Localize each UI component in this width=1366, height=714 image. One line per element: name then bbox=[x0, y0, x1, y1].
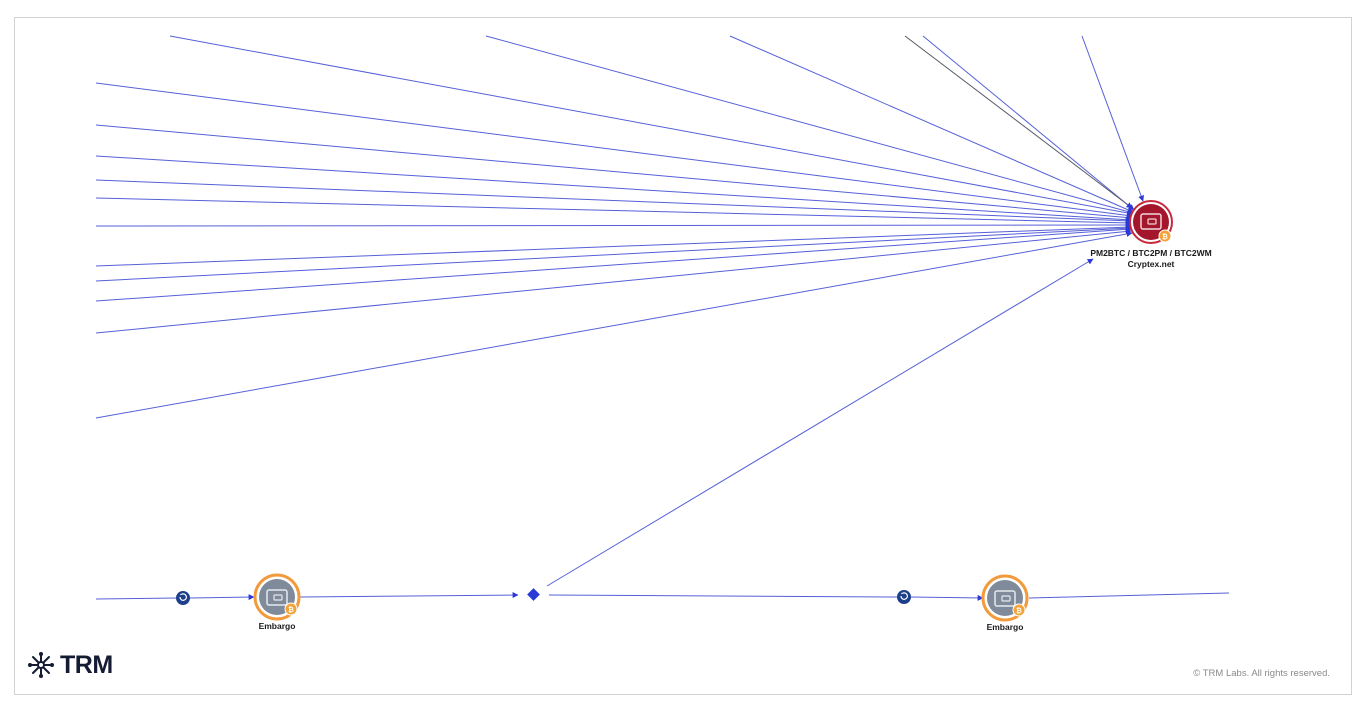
edge[interactable] bbox=[95, 179, 1132, 224]
edge[interactable] bbox=[1081, 35, 1144, 202]
edge[interactable] bbox=[95, 222, 1132, 229]
edge-dark[interactable] bbox=[904, 35, 1133, 209]
svg-text:₿: ₿ bbox=[288, 606, 294, 614]
embargo-node[interactable]: ₿ Embargo bbox=[981, 574, 1029, 632]
edge[interactable] bbox=[922, 35, 1135, 211]
edge[interactable] bbox=[189, 594, 255, 601]
edge[interactable] bbox=[299, 592, 519, 599]
edge[interactable] bbox=[485, 35, 1134, 215]
svg-text:₿: ₿ bbox=[1016, 607, 1022, 615]
embargo-label: Embargo bbox=[987, 622, 1024, 632]
edge[interactable] bbox=[95, 155, 1132, 223]
edge[interactable] bbox=[910, 594, 984, 601]
copyright-notice: © TRM Labs. All rights reserved. bbox=[1193, 668, 1330, 679]
wallet-icon bbox=[994, 590, 1016, 607]
trm-asterisk-icon bbox=[28, 652, 54, 678]
hub-node-body bbox=[1133, 204, 1169, 240]
cycle-icon bbox=[900, 592, 908, 600]
edge[interactable] bbox=[95, 124, 1133, 221]
bitcoin-badge-icon: ₿ bbox=[1012, 603, 1026, 617]
edge[interactable] bbox=[95, 224, 1132, 267]
edge[interactable] bbox=[95, 197, 1132, 226]
graph-canvas-frame bbox=[14, 17, 1352, 695]
bitcoin-badge-icon: ₿ bbox=[1158, 229, 1172, 243]
hub-node[interactable]: ₿ PM2BTC / BTC2PM / BTC2WM Cryptex.net bbox=[1090, 200, 1212, 269]
bottom-chain-edges bbox=[95, 592, 1230, 601]
edge[interactable] bbox=[548, 594, 898, 598]
edge[interactable] bbox=[95, 226, 1132, 302]
wallet-icon bbox=[266, 589, 288, 606]
incoming-edges bbox=[95, 35, 1144, 419]
edge[interactable] bbox=[169, 35, 1134, 216]
cycle-icon bbox=[179, 593, 187, 601]
diamond-icon bbox=[527, 588, 540, 601]
edge[interactable] bbox=[729, 35, 1134, 213]
wallet-icon bbox=[1140, 213, 1162, 230]
svg-text:₿: ₿ bbox=[1162, 233, 1168, 241]
diamond-junction-node[interactable] bbox=[527, 588, 540, 601]
hub-label-line1: PM2BTC / BTC2PM / BTC2WM bbox=[1090, 248, 1211, 258]
edge[interactable] bbox=[95, 228, 1132, 334]
embargo-label: Embargo bbox=[259, 621, 296, 631]
hub-label-line2: Cryptex.net bbox=[1128, 259, 1175, 269]
bitcoin-badge-icon: ₿ bbox=[284, 602, 298, 616]
edge-junction-to-hub[interactable] bbox=[546, 258, 1094, 587]
edge[interactable] bbox=[95, 82, 1133, 219]
brand-name: TRM bbox=[60, 650, 113, 679]
edge[interactable] bbox=[95, 230, 1133, 419]
edge[interactable] bbox=[95, 225, 1132, 282]
embargo-node[interactable]: ₿ Embargo bbox=[253, 573, 301, 631]
cycle-connector-node[interactable] bbox=[897, 590, 911, 604]
trm-logo: TRM bbox=[28, 651, 113, 679]
edge[interactable] bbox=[95, 597, 177, 600]
cycle-connector-node[interactable] bbox=[176, 591, 190, 605]
edge[interactable] bbox=[1028, 592, 1230, 599]
